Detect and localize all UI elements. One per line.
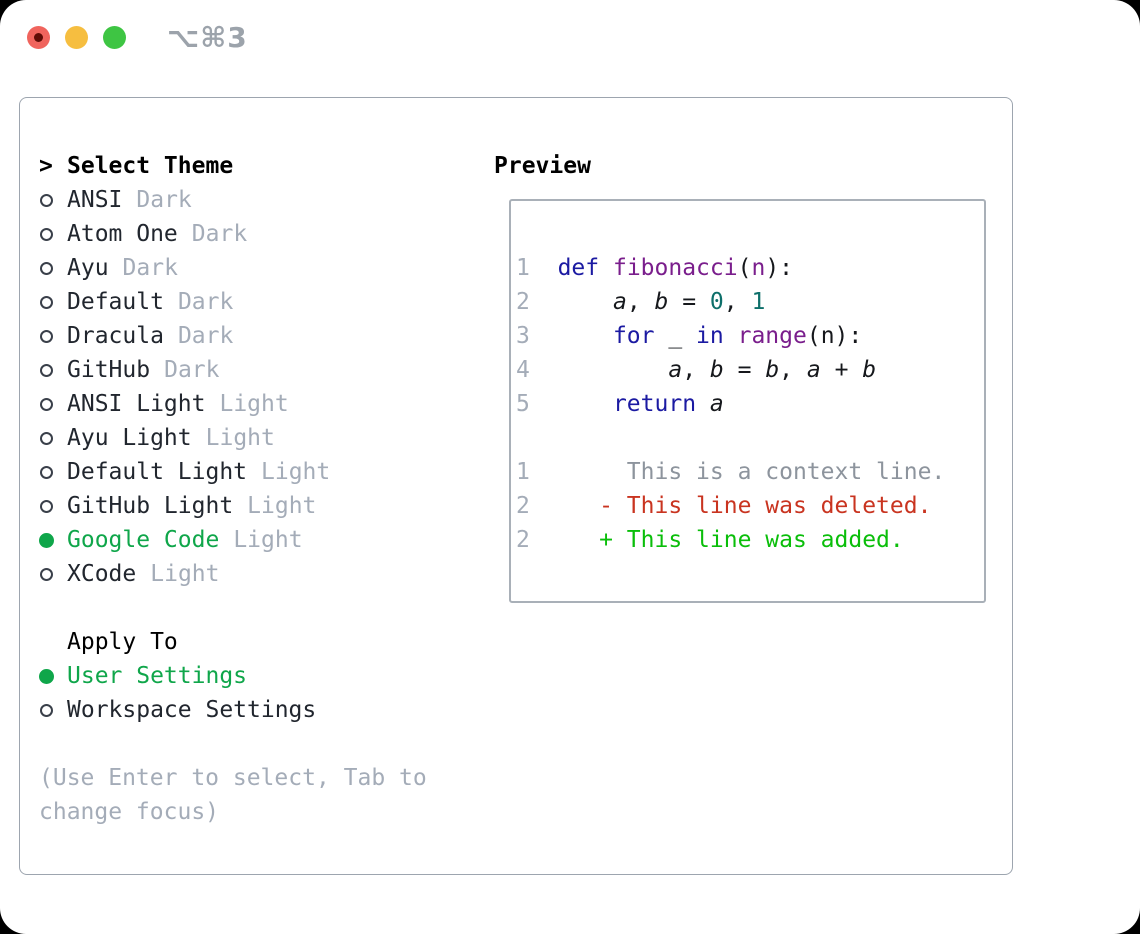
theme-variant-label: Dark [122,255,178,281]
radio-selected-icon [39,668,54,684]
theme-option-atom-one-dark[interactable]: Atom One Dark [39,217,489,251]
close-button[interactable] [27,26,50,49]
code-line: 3 for _ in range(n): [516,323,863,349]
radio-unselected-icon [40,295,53,309]
code-line: 1 def fibonacci(n): [516,255,794,281]
theme-variant-label: Dark [177,323,234,349]
code-line: 5 return a [516,391,724,417]
diff-deleted-line: 2 - This line was deleted. [516,493,932,519]
radio-unselected-icon [40,567,53,581]
preview-section: Preview 1 def fibonacci(n): 2 a, b = 0, … [494,149,986,603]
diff-added-line: 2 + This line was added. [516,527,904,553]
theme-option-xcode-light[interactable]: XCode Light [39,557,489,591]
theme-variant-label: Light [150,561,220,587]
theme-variant-label: Dark [136,187,192,213]
code-line: 2 a, b = 0, 1 [516,289,766,315]
blank-line [516,421,980,455]
theme-option-ansi-light[interactable]: ANSI Light Light [39,387,489,421]
select-theme-header: > Select Theme [39,149,489,183]
prompt-icon: > [39,153,53,179]
theme-option-default-dark[interactable]: Default Dark [39,285,489,319]
theme-option-ayu-light[interactable]: Ayu Light Light [39,421,489,455]
radio-unselected-icon [40,499,53,513]
theme-option-google-code-light[interactable]: Google Code Light [39,523,489,557]
spacer-row [39,591,489,625]
radio-unselected-icon [40,329,53,343]
code-line: 4 a, b = b, a + b [516,357,877,383]
theme-variant-label: Dark [164,357,220,383]
theme-option-github-dark[interactable]: GitHub Dark [39,353,489,387]
window-shortcut-label: ⌥⌘3 [167,21,248,54]
apply-option-user-settings[interactable]: User Settings [39,659,489,693]
preview-title: Preview [494,153,591,179]
close-button-dot-icon [34,33,43,42]
theme-option-ansi-dark[interactable]: ANSI Dark [39,183,489,217]
radio-unselected-icon [40,431,53,445]
radio-unselected-icon [40,363,53,377]
preview-box: 1 def fibonacci(n): 2 a, b = 0, 1 3 for … [509,199,986,603]
minimize-button[interactable] [65,26,88,49]
help-text-line1: (Use Enter to select, Tab to [39,765,427,791]
theme-option-dracula-dark[interactable]: Dracula Dark [39,319,489,353]
help-text-line2: change focus) [39,799,220,825]
theme-variant-label: Light [205,425,275,451]
radio-unselected-icon [40,465,53,479]
apply-to-title: Apply To [67,629,178,655]
theme-variant-label: Light [233,527,303,553]
theme-variant-label: Light [261,459,331,485]
radio-selected-icon [39,532,54,548]
radio-unselected-icon [40,193,53,207]
theme-variant-label: Light [247,493,317,519]
theme-variant-label: Light [219,391,289,417]
zoom-button[interactable] [103,26,126,49]
radio-unselected-icon [40,261,53,275]
theme-variant-label: Dark [177,289,234,315]
apply-option-workspace-settings[interactable]: Workspace Settings [39,693,489,727]
radio-unselected-icon [40,703,53,717]
apply-to-header: Apply To [39,625,489,659]
select-theme-title: Select Theme [67,153,234,179]
radio-unselected-icon [40,397,53,411]
theme-variant-label: Dark [191,221,248,247]
diff-context-line: 1 This is a context line. [516,459,946,485]
theme-option-github-light[interactable]: GitHub Light Light [39,489,489,523]
spacer-row [39,727,489,761]
theme-list: > Select Theme ANSI Dark Atom One Dark A… [39,149,489,829]
theme-picker-panel: > Select Theme ANSI Dark Atom One Dark A… [19,97,1013,875]
theme-option-default-light[interactable]: Default Light Light [39,455,489,489]
theme-option-ayu-dark[interactable]: Ayu Dark [39,251,489,285]
radio-unselected-icon [40,227,53,241]
title-bar: ⌥⌘3 [0,0,1140,97]
